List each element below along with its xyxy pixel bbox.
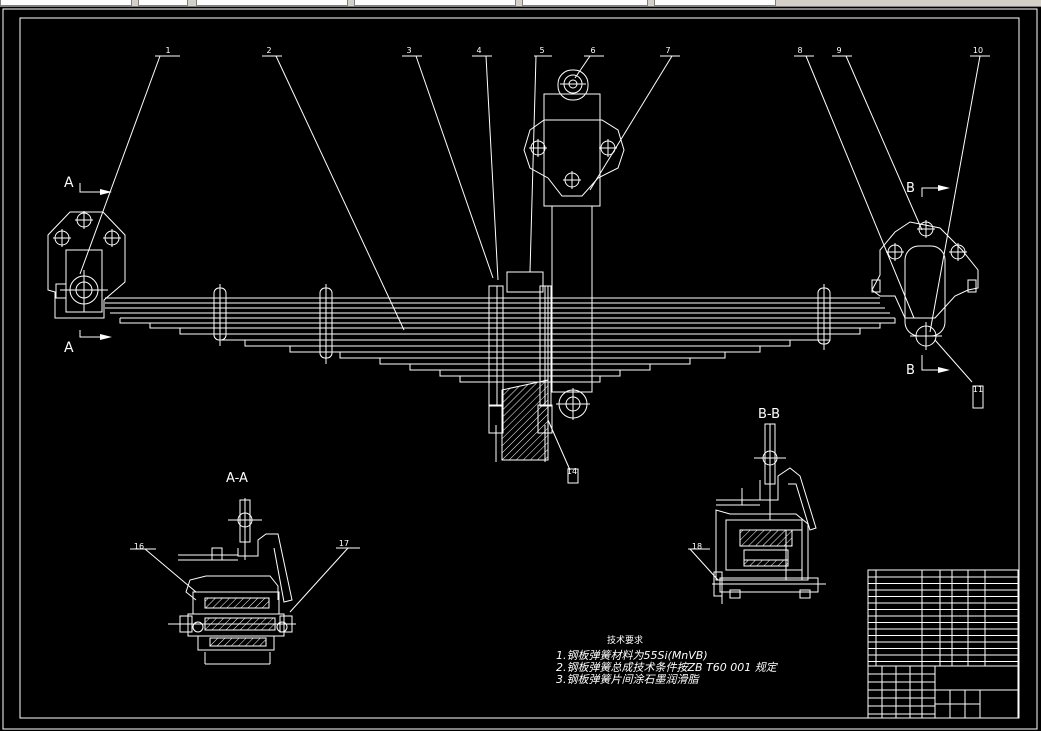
drawing-canvas[interactable]: A A [0,6,1041,731]
part-number-balloon: 9 [836,46,841,55]
part-number-balloon: 14 [567,467,577,476]
part-number-balloons: 1 2 3 4 5 6 7 8 9 10 11 14 16 17 18 [134,46,983,551]
section-b-bottom-label: B [906,363,915,378]
note-line-1: 1.钢板弹簧材料为55Si(MnVB) [556,649,708,662]
section-a-bottom-label: A [64,340,74,356]
title-block [867,569,1019,719]
rear-shackle-bracket [871,220,979,350]
bb-view-title: B-B [758,407,780,422]
toolbar-field[interactable] [196,0,348,6]
section-mark-a: A A [64,175,112,356]
part-number-balloon: 11 [973,385,983,394]
shock-absorber [523,69,625,420]
window-toolbar [0,0,1041,7]
part-number-balloon: 7 [665,46,670,55]
part-number-balloon: 17 [339,539,349,548]
front-bracket [47,211,126,319]
aa-view-title: A-A [226,471,248,486]
rebound-clips [213,284,831,364]
part-number-balloon: 18 [692,542,702,551]
center-clamp [488,271,553,462]
toolbar-field[interactable] [522,0,648,6]
part-number-balloon: 10 [973,46,983,55]
part-number-balloon: 3 [406,46,411,55]
part-number-balloon: 4 [476,46,481,55]
section-a-top-label: A [64,175,74,191]
toolbar-field[interactable] [654,0,776,6]
part-number-balloon: 1 [165,46,170,55]
toolbar-field[interactable] [0,0,132,6]
part-number-boxes [567,385,984,484]
notes-heading: 技术要求 [607,634,643,646]
toolbar-field[interactable] [354,0,516,6]
inner-frame [19,17,1020,719]
note-line-2: 2.钢板弹簧总成技术条件按ZB T60 001 规定 [556,661,779,674]
section-mark-b: B B [906,181,950,378]
part-number-balloon: 2 [266,46,271,55]
toolbar-field[interactable] [138,0,188,6]
leader-lines [79,55,990,613]
section-b-top-label: B [906,181,915,196]
note-line-3: 3.钢板弹簧片间涂石墨润滑脂 [556,673,700,686]
outer-frame [2,8,1038,730]
part-number-balloon: 5 [539,46,544,55]
leaf-spring-stack [105,297,896,383]
part-number-balloon: 16 [134,542,144,551]
technical-notes: 技术要求 1.钢板弹簧材料为55Si(MnVB) 2.钢板弹簧总成技术条件按ZB… [556,634,779,686]
part-number-balloon: 6 [590,46,595,55]
part-number-balloon: 8 [797,46,802,55]
section-view-bb: B-B [712,407,826,604]
section-view-aa: A-A [168,471,296,665]
